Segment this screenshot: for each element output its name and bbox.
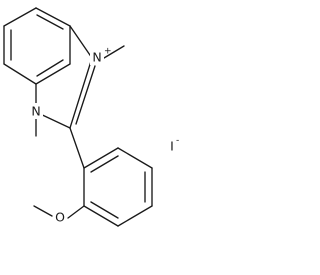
bond-benzo-double-1 xyxy=(36,14,64,30)
oxygen-label: O xyxy=(55,210,65,225)
bond-c2-aryl xyxy=(69,127,85,169)
bond-nplus-methyl xyxy=(103,45,125,59)
bond-benzo-3 xyxy=(35,63,71,85)
bond-aryl-oxygen xyxy=(67,205,85,219)
n-label-bg xyxy=(29,103,43,119)
bond-aryl-double-1 xyxy=(90,155,119,173)
n-plus-label: N xyxy=(92,50,101,65)
bond-aryl-5 xyxy=(83,205,119,227)
bond-benzo-double-2 xyxy=(36,59,64,77)
bond-benzo-4 xyxy=(3,63,37,85)
bond-benzo-6 xyxy=(3,7,37,27)
n-label: N xyxy=(31,104,40,119)
n-plus-label-bg xyxy=(90,49,104,65)
bond-aryl-1 xyxy=(83,147,119,169)
bond-benzo-1 xyxy=(35,7,71,27)
oxygen-label-bg xyxy=(53,209,67,225)
bond-c-nplus xyxy=(69,25,93,59)
bond-aryl-4 xyxy=(117,205,153,227)
benzo-ring xyxy=(3,7,71,85)
imidazolium-ring xyxy=(35,25,96,129)
bond-aryl-double-3 xyxy=(90,201,119,219)
iodide-label: I xyxy=(170,139,174,154)
iodide-charge: - xyxy=(176,136,179,146)
bond-c2-nplus-double xyxy=(75,65,96,125)
bond-oxygen-methyl xyxy=(33,205,53,217)
bond-c2-nplus xyxy=(69,57,93,129)
n-plus-charge: + xyxy=(104,47,112,57)
chemical-structure: N + N O I - xyxy=(3,7,179,227)
bond-aryl-2 xyxy=(117,147,153,169)
methoxyphenyl-ring xyxy=(83,147,153,227)
